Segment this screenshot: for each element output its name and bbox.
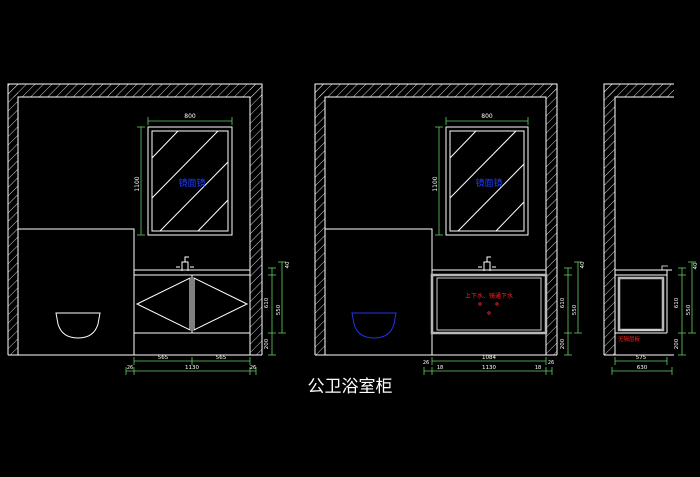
cabinet-height-3: 610 [674,297,680,308]
mirror-height-2: 1100 [432,176,439,191]
toilet-2 [351,312,397,339]
side-right-1: 26 [250,365,256,371]
mirror-dim-top-2 [445,117,529,125]
mirror-width-2: 800 [481,113,493,120]
wall-hatch-left-3 [604,84,615,355]
top-gap-1: 40 [285,261,291,268]
vertical-dims-3 [678,261,696,356]
total-width-2: 1130 [482,365,496,371]
toilet-1 [55,312,101,339]
elevation-1: 镜面镜 800 1100 [7,83,291,375]
inner-height-2: 550 [572,304,578,315]
faucet-2 [478,256,496,271]
mirror-dim-left-1 [137,126,145,236]
mirror-height-1: 1100 [134,176,141,191]
inner-height-1: 550 [276,304,282,315]
section-note: 无隔层板 [618,335,641,343]
cabinet-2 [430,273,548,335]
mirror-1 [147,126,233,236]
side-right-2: 26 [548,360,554,366]
wall-hatch-top-1 [8,84,262,97]
wall-hatch-top-2 [315,84,557,97]
wall-hatch-left-2 [315,84,325,355]
wall-hatch-right-2 [546,84,557,355]
vertical-dims-1 [268,261,286,356]
mirror-label-2: 镜面镜 [475,177,502,189]
mirror-label-1: 镜面镜 [178,177,205,189]
door-width-left-1: 565 [158,355,169,361]
wall-outline-2 [314,83,558,355]
top-gap-3: 40 [693,262,699,269]
cabinet-1 [133,274,251,334]
wall-hatch-right-1 [250,84,262,355]
side-left-2: 26 [423,360,429,366]
door-width-right-1: 565 [216,355,227,361]
cabinet-note-2: 上下水、镜通下水 [465,292,513,300]
toilet-partition-1 [18,228,135,355]
bottom-right-2: 18 [535,365,541,371]
inner-width-2: 1084 [482,355,496,361]
wall-hatch-left-1 [8,84,18,355]
cabinet-section [615,265,672,334]
inner-height-3: 550 [686,304,692,315]
bottom-dims-3 [611,357,673,375]
top-gap-2: 40 [580,261,586,268]
total-depth-3: 630 [637,365,648,371]
wall-outline-1 [7,83,263,355]
bottom-left-2: 18 [437,365,443,371]
mirror-dim-left-2 [435,126,443,236]
bottom-dims-2 [423,357,553,375]
bottom-dims-1 [125,357,257,375]
faucet-1 [176,256,194,271]
base-height-3: 200 [674,338,680,349]
cabinet-height-2: 610 [560,297,566,308]
mirror-2 [445,126,529,236]
vertical-dims-2 [564,261,582,356]
toilet-partition-2 [325,228,433,355]
mirror-width-1: 800 [184,113,196,120]
cabinet-height-1: 610 [264,297,270,308]
countertop-1 [133,269,251,276]
inner-depth-3: 575 [636,355,647,361]
drawing-caption: 公卫浴室柜 [307,377,393,397]
section-view: 无隔层板 40 610 550 200 575 630 [603,83,699,375]
base-height-2: 200 [560,338,566,349]
wall-hatch-top-3 [604,84,674,97]
mirror-dim-top-1 [147,117,233,125]
base-height-1: 200 [264,338,270,349]
side-left-1: 26 [127,365,133,371]
elevation-2: 镜面镜 800 1100 上下水、镜通下水 [314,83,586,375]
total-width-1: 1130 [185,365,199,371]
